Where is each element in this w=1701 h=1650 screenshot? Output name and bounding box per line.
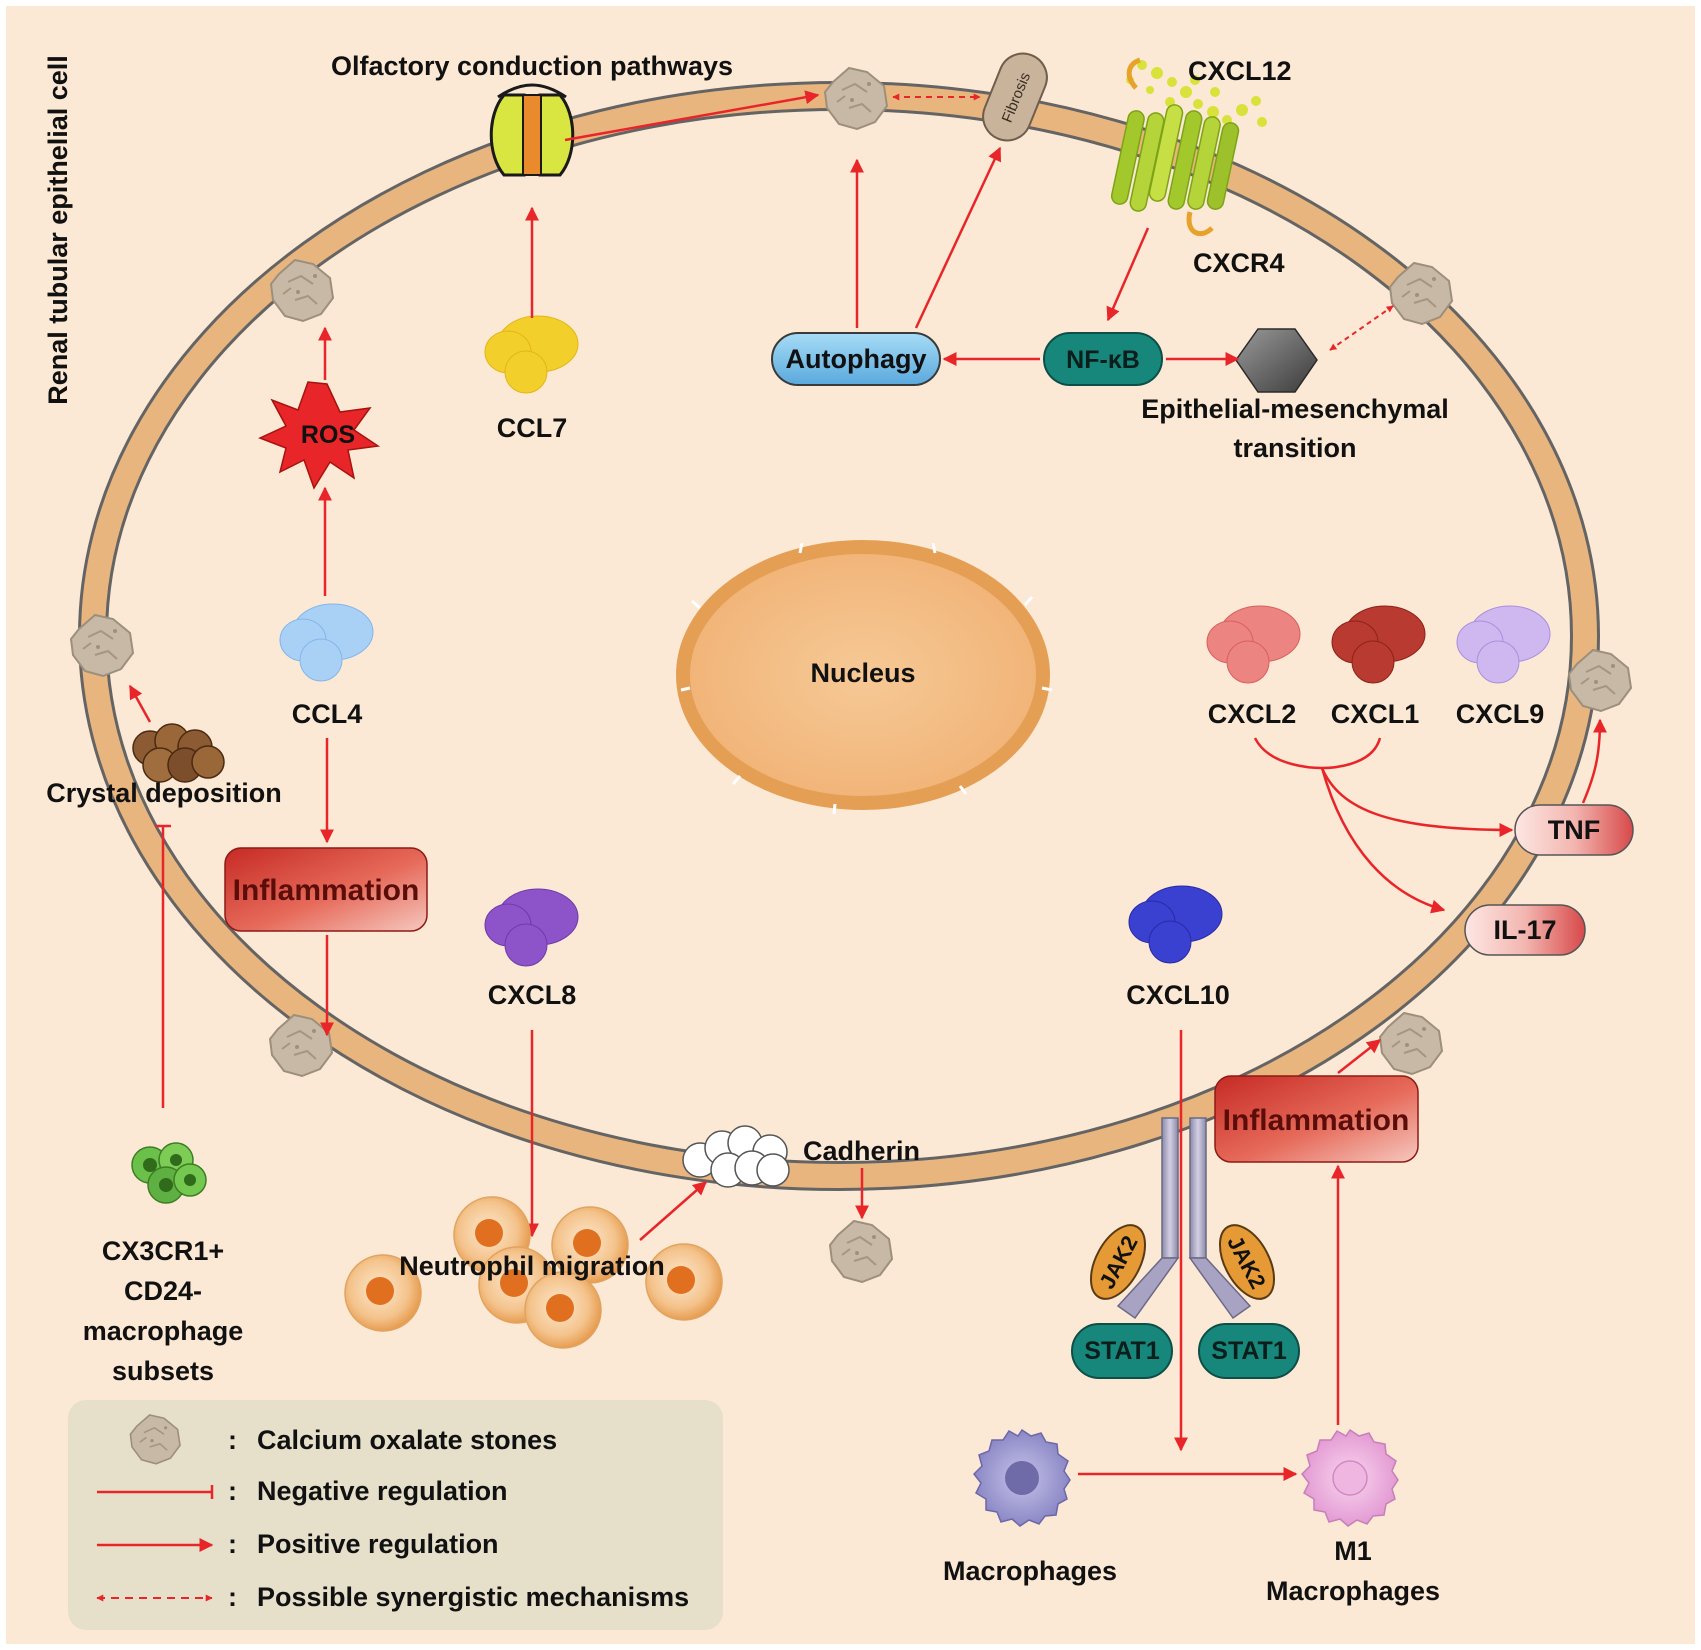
emt-stone-synergy <box>1329 305 1394 351</box>
legend-stones-label: Calcium oxalate stones <box>257 1425 557 1455</box>
autophagy-node <box>771 332 941 386</box>
olfactory-label: Olfactory conduction pathways <box>331 51 733 81</box>
arrow-olfactory-stone <box>564 90 820 142</box>
olfactory-channel <box>489 83 575 177</box>
m1-label-line1: M1 <box>1334 1536 1372 1566</box>
ros-burst <box>258 381 381 490</box>
emt-label-line1: Epithelial-mesenchymal <box>1141 394 1449 424</box>
cadherin-cluster <box>682 1125 790 1188</box>
macrophage-subsets-line2: CD24- <box>124 1276 202 1306</box>
stat1-left-label: STAT1 <box>1084 1337 1160 1365</box>
arrow-tnf-stone <box>1581 718 1607 804</box>
inflammation-left-label: Inflammation <box>233 874 420 907</box>
legend-positive-label: Positive regulation <box>257 1529 499 1559</box>
arrow-crystal-stone <box>128 684 152 723</box>
nucleus <box>676 540 1050 810</box>
legend-sep-4: : <box>228 1582 237 1612</box>
nfkb-label: NF-κB <box>1066 346 1140 374</box>
legend-sep-3: : <box>228 1529 237 1559</box>
macrophage-subsets-line4: subsets <box>112 1356 214 1386</box>
arrow-inflammation-right-stone <box>1337 1039 1382 1074</box>
arrow-neutrophil-cadherin <box>639 1181 708 1241</box>
cxcl1-label: CXCL1 <box>1331 699 1420 729</box>
stat1-right-label: STAT1 <box>1211 1337 1287 1365</box>
cxcl10-label: CXCL10 <box>1126 980 1230 1010</box>
legend-synergistic-label: Possible synergistic mechanisms <box>257 1582 689 1612</box>
il17-node <box>1464 904 1586 956</box>
arrow-cxcr4-nfkb <box>1106 227 1150 322</box>
neutrophil-migration-label: Neutrophil migration <box>399 1251 665 1281</box>
nucleus-label: Nucleus <box>810 658 915 688</box>
stat1-left-node <box>1071 1323 1173 1379</box>
arrow-cxcl-tnf <box>1320 767 1514 837</box>
cxcl2-label: CXCL2 <box>1208 699 1297 729</box>
macrophage-subsets-line3: macrophage <box>83 1316 244 1346</box>
stat1-right-node <box>1198 1323 1300 1379</box>
cytokine-receptor <box>1116 1117 1252 1320</box>
nfkb-node <box>1043 332 1163 386</box>
legend-sep-2: : <box>228 1476 237 1506</box>
cxcr4-receptor <box>1110 104 1240 212</box>
cxcr4-label: CXCR4 <box>1193 248 1285 278</box>
cxcr4-tail <box>1186 211 1214 236</box>
cxcl12-label: CXCL12 <box>1188 56 1292 86</box>
cadherin-label: Cadherin <box>803 1136 920 1166</box>
il17-label: IL-17 <box>1493 915 1556 945</box>
cell-type-label: Renal tubular epithelial cell <box>43 55 73 405</box>
ros-label: ROS <box>301 421 355 449</box>
emt-label-line2: transition <box>1233 433 1356 463</box>
legend-sep-1: : <box>228 1425 237 1455</box>
autophagy-label: Autophagy <box>786 344 927 374</box>
inflammation-left-node <box>224 847 428 932</box>
jak2-left: JAK2 <box>1089 1224 1147 1300</box>
tnf-node <box>1514 804 1634 856</box>
macrophage-subset-cluster <box>131 1142 207 1204</box>
ccl7-label: CCL7 <box>497 413 568 443</box>
crystal-cluster <box>132 723 225 783</box>
arrow-autophagy-fibrosis <box>914 146 1002 329</box>
ccl4-label: CCL4 <box>292 699 363 729</box>
cxcl9-label: CXCL9 <box>1456 699 1545 729</box>
cxcl8-label: CXCL8 <box>488 980 577 1010</box>
cxcl12-ligands <box>1126 60 1267 127</box>
crystal-deposition-label: Crystal deposition <box>46 778 282 808</box>
legend-box <box>68 1400 723 1630</box>
macrophages-label: Macrophages <box>943 1556 1117 1586</box>
macrophage-subsets-line1: CX3CR1+ <box>102 1236 224 1266</box>
inflammation-right-label: Inflammation <box>1223 1104 1410 1137</box>
m1-label-line2: Macrophages <box>1266 1576 1440 1606</box>
fibrosis-capsule: Fibrosis <box>982 52 1048 142</box>
background <box>6 6 1695 1644</box>
inflammation-right-node <box>1214 1075 1419 1163</box>
legend-negative-label: Negative regulation <box>257 1476 508 1506</box>
tnf-label: TNF <box>1548 815 1600 845</box>
arrow-cxcl-il17 <box>1320 767 1446 914</box>
